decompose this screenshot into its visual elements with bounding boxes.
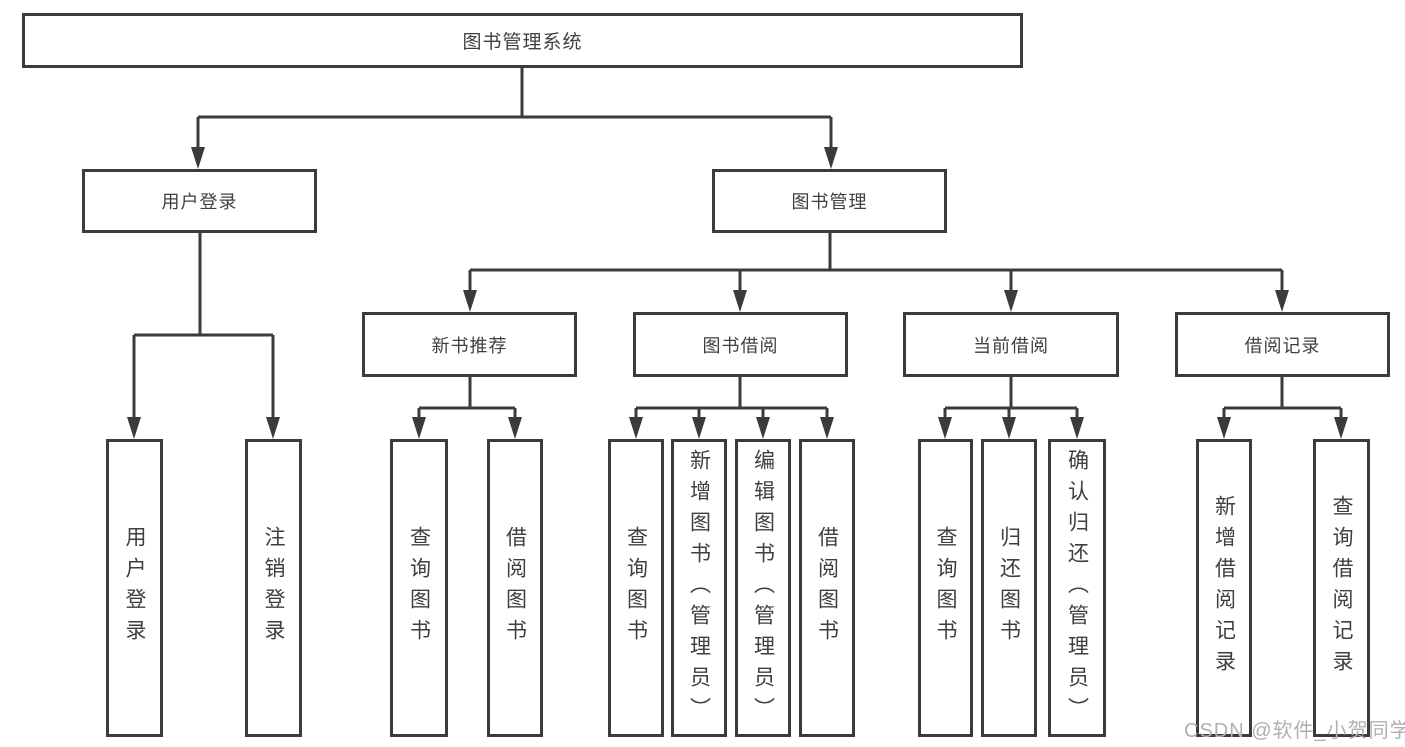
leaf-label: 新增图书（管理员）: [687, 448, 711, 728]
node-leaf-user-login: 用户登录: [106, 439, 163, 737]
node-current-borrow: 当前借阅: [903, 312, 1119, 377]
leaf-label: 新增借阅记录: [1212, 495, 1236, 681]
node-leaf-add-book-admin: 新增图书（管理员）: [671, 439, 727, 737]
node-leaf-borrow-book-recommend: 借阅图书: [487, 439, 543, 737]
node-leaf-return-book: 归还图书: [981, 439, 1037, 737]
leaf-label: 查询图书: [624, 526, 648, 650]
node-user-login: 用户登录: [82, 169, 317, 233]
node-leaf-query-borrow-record: 查询借阅记录: [1313, 439, 1370, 737]
node-book-management: 图书管理: [712, 169, 947, 233]
node-leaf-query-book-borrow: 查询图书: [608, 439, 664, 737]
leaf-label: 查询图书: [934, 526, 957, 650]
node-leaf-logout: 注销登录: [245, 439, 302, 737]
node-new-book-recommend: 新书推荐: [362, 312, 577, 377]
leaf-label: 查询图书: [407, 526, 431, 650]
node-leaf-add-borrow-record: 新增借阅记录: [1196, 439, 1252, 737]
node-leaf-edit-book-admin: 编辑图书（管理员）: [735, 439, 791, 737]
node-leaf-query-book-recommend: 查询图书: [390, 439, 448, 737]
leaf-label: 用户登录: [123, 526, 146, 650]
node-book-borrow: 图书借阅: [633, 312, 848, 377]
leaf-label: 编辑图书（管理员）: [751, 448, 775, 728]
leaf-label: 归还图书: [997, 526, 1021, 650]
leaf-label: 注销登录: [262, 526, 285, 650]
arrowheads: [127, 147, 1348, 439]
node-leaf-confirm-return-admin: 确认归还（管理员）: [1048, 439, 1106, 737]
node-borrow-record: 借阅记录: [1175, 312, 1390, 377]
leaf-label: 确认归还（管理员）: [1065, 448, 1089, 728]
node-library-system: 图书管理系统: [22, 13, 1023, 68]
leaf-label: 查询借阅记录: [1330, 495, 1353, 681]
csdn-watermark: CSDN @软件_小贺同学: [1184, 720, 1405, 742]
leaf-label: 借阅图书: [503, 526, 527, 650]
node-leaf-borrow-book-borrow: 借阅图书: [799, 439, 855, 737]
leaf-label: 借阅图书: [815, 526, 839, 650]
node-leaf-query-book-current: 查询图书: [918, 439, 973, 737]
